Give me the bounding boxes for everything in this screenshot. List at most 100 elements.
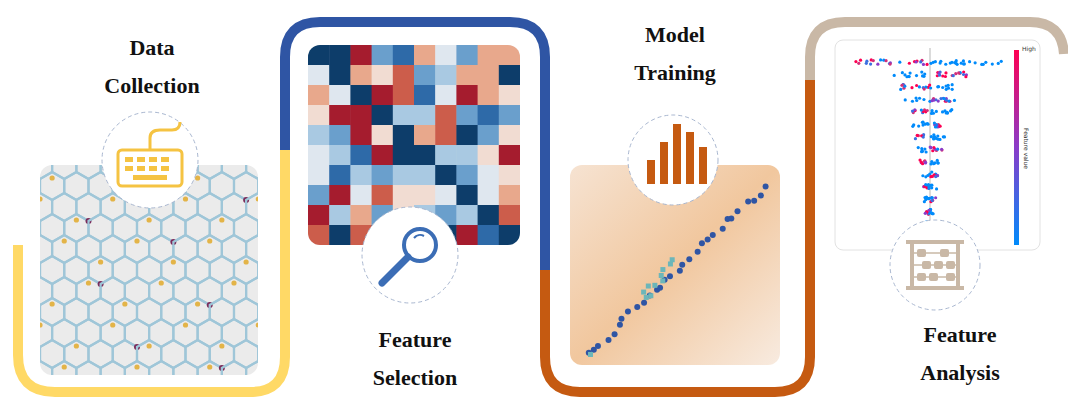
shap-dot <box>939 97 942 100</box>
heatmap-cell <box>499 185 520 206</box>
test-point <box>646 284 651 289</box>
shap-dot <box>947 99 950 102</box>
heatmap-cell <box>329 125 351 146</box>
shap-dot <box>929 145 932 148</box>
lattice-atom <box>40 322 43 327</box>
test-point <box>648 293 653 298</box>
lattice-atom <box>147 217 152 222</box>
lattice-atom <box>50 175 55 180</box>
heatmap-cell <box>435 165 457 186</box>
lattice-atom <box>134 364 139 369</box>
shap-dot <box>915 99 918 102</box>
shap-dot <box>963 62 966 65</box>
lattice-ring <box>52 165 76 179</box>
heatmap-cell <box>350 45 372 66</box>
train-point <box>618 316 624 322</box>
shap-dot <box>924 161 927 164</box>
heatmap-cell <box>456 225 478 245</box>
heatmap-cell <box>478 145 500 166</box>
heatmap-cell <box>393 45 415 66</box>
shap-dot <box>932 146 935 149</box>
heatmap-cell <box>478 105 500 126</box>
heatmap-cell <box>456 65 478 86</box>
heatmap-cell <box>478 125 500 146</box>
lattice-atom <box>122 301 127 306</box>
shap-dot <box>922 136 925 139</box>
keyboard-icon <box>102 112 198 208</box>
train-point <box>634 304 640 310</box>
shap-dot <box>899 88 902 91</box>
shap-dot <box>934 60 937 63</box>
shap-dot <box>924 212 927 215</box>
yellow-band <box>18 150 285 392</box>
shap-dot <box>943 97 946 100</box>
heatmap-cell <box>435 65 457 86</box>
lattice-atom <box>183 322 188 327</box>
lattice-atom <box>86 280 91 285</box>
shap-dot <box>944 63 947 66</box>
heatmap-cell <box>414 85 436 106</box>
shap-dot <box>928 197 931 200</box>
shap-dot <box>912 123 915 126</box>
shap-dot <box>957 71 960 74</box>
shap-dot <box>943 135 946 138</box>
shap-dot <box>944 71 947 74</box>
shap-dot <box>935 187 938 190</box>
stage-title: Model Training <box>610 16 740 92</box>
heatmap-cell <box>456 105 478 126</box>
shap-dot <box>910 86 913 89</box>
shap-dot <box>911 109 914 112</box>
shap-dot <box>908 72 911 75</box>
heatmap-cell <box>308 165 330 186</box>
heatmap-cell <box>456 205 478 226</box>
shap-dot <box>921 121 924 124</box>
heatmap-cell <box>478 85 500 106</box>
shap-dot <box>935 137 938 140</box>
shap-dot <box>901 71 904 74</box>
heatmap-cell <box>308 125 330 146</box>
shap-dot <box>931 199 934 202</box>
heatmap-cell <box>393 85 415 106</box>
heatmap-cell <box>478 225 500 245</box>
lattice-ring <box>149 361 173 375</box>
heatmap-cell <box>308 145 330 166</box>
shap-dot <box>980 63 983 66</box>
train-point <box>667 273 673 279</box>
shap-dot <box>964 75 967 78</box>
shap-dot <box>900 84 903 87</box>
lattice-ring <box>52 361 76 375</box>
shap-dot <box>920 109 923 112</box>
heatmap-cell <box>350 205 372 226</box>
shap-dot <box>908 62 911 65</box>
heatmap-cell <box>372 185 394 206</box>
shap-dot <box>904 98 907 101</box>
lattice-atom <box>40 196 43 201</box>
shap-dot <box>879 58 882 61</box>
heatmap-cell <box>478 65 500 86</box>
shap-dot <box>929 175 932 178</box>
shap-dot <box>918 97 921 100</box>
train-point <box>710 232 716 238</box>
shap-dot <box>941 74 944 77</box>
test-point <box>652 283 657 288</box>
heatmap-cell <box>414 185 436 206</box>
shap-dot <box>968 60 971 63</box>
heatmap-cell <box>456 85 478 106</box>
heatmap-cell <box>414 45 436 66</box>
shap-dot <box>946 112 949 115</box>
shap-dot <box>921 150 924 153</box>
heatmap-cell <box>414 125 436 146</box>
shap-dot <box>920 160 923 163</box>
heatmap-cell <box>499 45 520 66</box>
heatmap-cell <box>308 105 330 126</box>
lattice-ring <box>76 361 100 375</box>
heatmap-cell <box>350 145 372 166</box>
shap-dot <box>939 125 942 128</box>
lattice-atom <box>134 238 139 243</box>
heatmap-cell <box>478 165 500 186</box>
lattice-atom <box>219 217 224 222</box>
heatmap-cell <box>414 165 436 186</box>
train-point <box>612 331 618 337</box>
shap-dot <box>936 159 939 162</box>
heatmap-cell <box>308 185 330 206</box>
